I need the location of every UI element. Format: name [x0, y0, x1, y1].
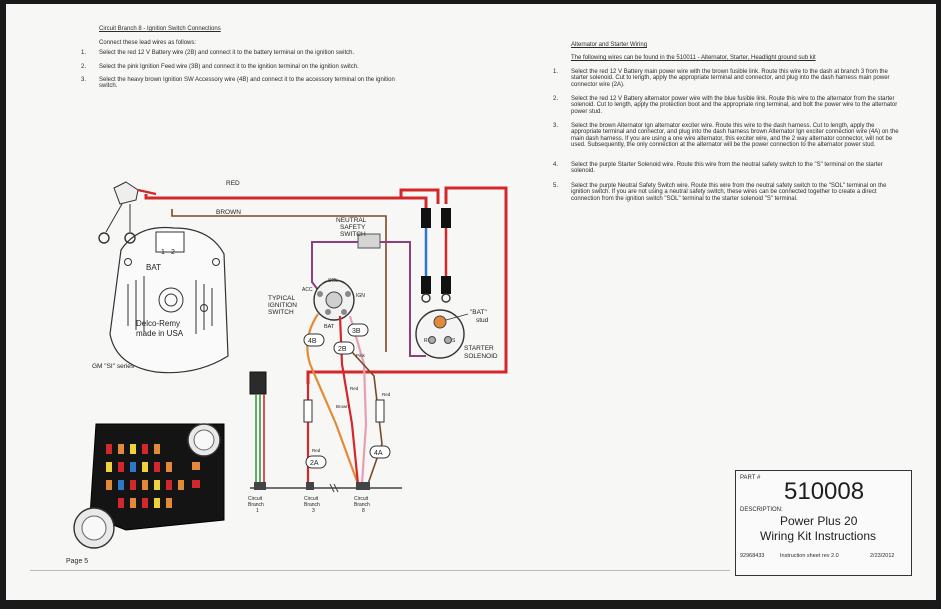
- pink-wire-ign: [348, 315, 368, 485]
- right-step-1: 1.Select the red 12 V Battery main power…: [553, 69, 890, 88]
- tag-3b-label: 3B: [352, 328, 361, 335]
- fuse-link-2: [441, 208, 451, 228]
- instruction-sheet: Circuit Branch 8 - Ignition Switch Conne…: [6, 4, 936, 600]
- right-step-5: 5.Select the purple Neutral Safety Switc…: [553, 183, 887, 202]
- ignition-switch: [313, 279, 355, 321]
- red-wire-top: [144, 194, 428, 209]
- alt-terminal-1-label: 1: [161, 249, 165, 256]
- footer-date: 2/23/2012: [870, 553, 895, 559]
- right-section-intro: The following wires can be found in the …: [571, 55, 816, 61]
- tag-4b: [303, 333, 325, 347]
- part-number: 510008: [784, 478, 865, 505]
- sol-label-2: SOLENOID: [464, 353, 498, 360]
- red-wire-top-to-fuse: [399, 188, 440, 204]
- branch-3-label-a: Circuit: [304, 496, 319, 502]
- tag-2a: [305, 455, 327, 469]
- small-red-label-1: Red: [312, 448, 321, 453]
- tag-2b: [333, 341, 355, 355]
- connector-2a: [303, 399, 313, 423]
- left-step-2: 2.Select the pink Ignition Feed wire (3B…: [81, 64, 359, 70]
- branch-1-label-a: Circuit: [248, 496, 263, 502]
- branch-8-label-c: 8: [362, 508, 365, 514]
- wiring-diagram: 1 2 BAT Delco-Remy made in USA GM "SI" s…: [73, 180, 508, 549]
- ign-label-2: IGNITION: [268, 302, 297, 309]
- right-step-2: 2.Select the red 12 V Battery alternator…: [553, 96, 898, 115]
- ign-sol-label: SOL: [328, 278, 338, 284]
- page-number: Page 5: [66, 558, 89, 565]
- sol-s-label: S: [452, 338, 456, 344]
- branch-1-label-c: 1: [256, 508, 259, 514]
- part-label: PART #: [740, 475, 761, 481]
- alt-brand-line-2: made in USA: [136, 329, 184, 338]
- nss-label-3: SWITCH: [340, 231, 366, 238]
- branch-1-label-b: Branch: [248, 502, 264, 508]
- small-brown-label: Brown: [336, 404, 349, 409]
- small-pink-label: Pink: [356, 353, 366, 358]
- branch-8-label-b: Branch: [354, 502, 370, 508]
- branch-3-label-b: Branch: [304, 502, 320, 508]
- tag-4a: [369, 445, 391, 459]
- tag-2b-label: 2B: [338, 346, 347, 353]
- branch-8-connector: [356, 482, 370, 490]
- red-wire-main-power: [306, 186, 508, 384]
- bottom-rule: [30, 570, 730, 571]
- ign-label-3: SWITCH: [268, 309, 294, 316]
- purple-wire-nss: [311, 241, 358, 291]
- small-red-label-2: Red: [350, 386, 359, 391]
- right-step-4: 4.Select the purple Starter Solenoid wir…: [553, 162, 883, 175]
- brown-wire-label: BROWN: [216, 209, 241, 216]
- description-label: DESCRIPTION:: [740, 507, 783, 513]
- alt-bat-label: BAT: [146, 263, 161, 272]
- branch-1-connector: [249, 371, 267, 490]
- alternator-plug: [98, 181, 157, 244]
- ign-acc-label: ACC: [302, 287, 313, 293]
- small-red-label-3: Red: [382, 392, 391, 397]
- purple-wire-starter: [378, 241, 426, 357]
- starter-solenoid: [415, 309, 469, 359]
- branch-3-connector: [306, 482, 314, 490]
- brown-wire-top: [171, 209, 387, 352]
- nss-label-2: SAFETY: [340, 224, 366, 231]
- tag-4b-label: 4B: [308, 338, 317, 345]
- branch-8-label-a: Circuit: [354, 496, 369, 502]
- description-line-2: Wiring Kit Instructions: [760, 529, 877, 543]
- ring-terminal-2: [441, 293, 451, 303]
- tag-3b: [347, 323, 369, 337]
- sol-r-label: R: [424, 338, 428, 344]
- branch-3-label-c: 3: [312, 508, 315, 514]
- right-section-title: Alternator and Starter Wiring: [571, 42, 648, 48]
- ign-ign-label: IGN: [356, 293, 365, 299]
- red-wire-bat: [338, 315, 360, 485]
- red-wire-label: RED: [226, 180, 240, 187]
- left-step-3: 3.Select the heavy brown Ignition SW Acc…: [81, 77, 395, 90]
- left-section-intro: Connect these lead wires as follows:: [99, 40, 197, 46]
- sol-label-1: STARTER: [464, 345, 494, 352]
- alt-terminal-2-label: 2: [171, 249, 175, 256]
- footer-code: 92968433: [740, 553, 765, 559]
- ign-bat-label: BAT: [324, 324, 335, 330]
- footer-text: Instruction sheet rev 2.0: [780, 553, 839, 559]
- alt-brand-line-1: Delco-Remy: [136, 319, 180, 328]
- alt-series-label: GM "SI" series: [92, 363, 135, 370]
- description-line-1: Power Plus 20: [780, 514, 858, 528]
- left-step-1: 1.Select the red 12 V Battery wire (2B) …: [81, 50, 355, 56]
- right-step-3: 3.Select the brown Alternator Ign altern…: [553, 123, 899, 149]
- left-section-title: Circuit Branch 8 - Ignition Switch Conne…: [99, 26, 221, 32]
- alternator: [109, 226, 229, 374]
- tag-4a-label: 4A: [374, 450, 383, 457]
- sol-stud-label-1: "BAT": [470, 309, 487, 316]
- fuse-panel: [73, 423, 225, 549]
- fuse-link-4: [441, 276, 451, 294]
- fuse-link-1: [421, 208, 431, 228]
- harness-break: [329, 483, 339, 493]
- nss-label-1: NEUTRAL: [336, 217, 367, 224]
- ign-label-1: TYPICAL: [268, 295, 295, 302]
- sol-stud-label-2: stud: [476, 317, 489, 324]
- tag-2a-label: 2A: [310, 460, 319, 467]
- part-number-box: PART # 510008 DESCRIPTION: Power Plus 20…: [735, 470, 912, 576]
- fuse-link-3: [421, 276, 431, 294]
- neutral-safety-switch: [357, 233, 381, 249]
- ring-terminal-1: [421, 293, 431, 303]
- connector-4a: [375, 399, 385, 423]
